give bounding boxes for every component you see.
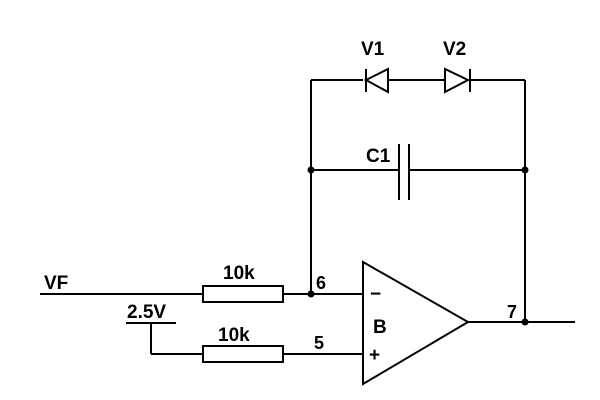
capacitor-c1 [398, 144, 410, 200]
reference-label: 2.5V [127, 302, 166, 323]
resistor-top [202, 285, 284, 303]
input-label: VF [44, 273, 68, 294]
resistor-top-label: 10k [223, 263, 255, 284]
pin-inverting-label: 6 [316, 273, 326, 293]
opamp-minus-sign: − [370, 284, 381, 305]
diode-v2 [444, 67, 471, 94]
diode-v1 [363, 67, 389, 94]
junction-output [521, 318, 529, 326]
opamp-b [362, 260, 470, 386]
capacitor-c1-label: C1 [366, 146, 391, 167]
opamp-label: B [373, 317, 387, 338]
junction-cap-left [307, 166, 315, 174]
pin-noninverting-label: 5 [314, 333, 324, 353]
junction-cap-right [521, 166, 529, 174]
resistor-bottom-label: 10k [218, 325, 250, 346]
pin-output-label: 7 [507, 302, 517, 322]
opamp-plus-sign: + [369, 345, 380, 366]
diode-v1-label: V1 [361, 39, 385, 60]
diode-v2-label: V2 [443, 39, 466, 60]
resistor-bottom [202, 345, 284, 363]
